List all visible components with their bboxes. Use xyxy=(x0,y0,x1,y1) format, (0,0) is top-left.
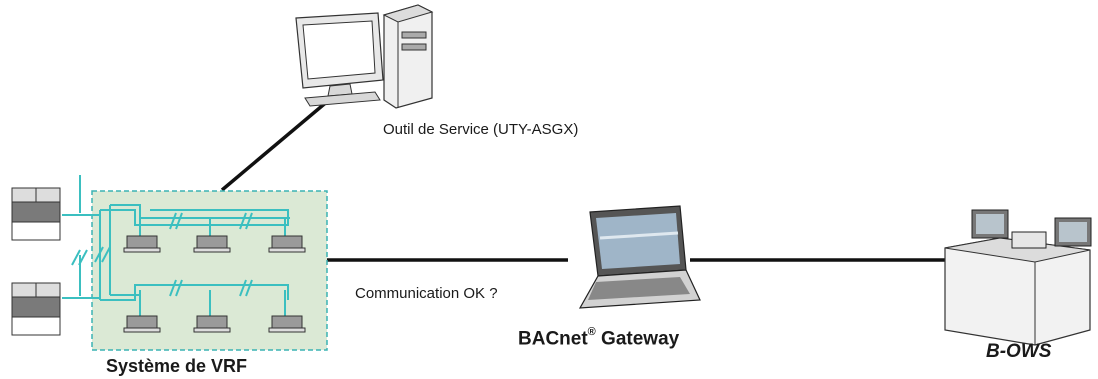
communication-label: Communication OK ? xyxy=(355,285,498,302)
gateway-label: BACnet® Gateway xyxy=(518,326,680,350)
service-tool-label: Outil de Service (UTY-ASGX) xyxy=(383,121,579,138)
laptop-icon xyxy=(578,205,701,309)
indoor-unit-icon xyxy=(123,315,161,333)
gateway-registered-mark: ® xyxy=(587,326,596,338)
indoor-unit-icon xyxy=(268,235,306,253)
workstation-icon xyxy=(944,209,1092,346)
outdoor-unit-icon xyxy=(11,187,61,241)
indoor-unit-icon xyxy=(193,235,231,253)
indoor-unit-icon xyxy=(268,315,306,333)
indoor-unit-icon xyxy=(123,235,161,253)
vrf-system-label: Système de VRF xyxy=(106,356,248,376)
refrigerant-break-marks xyxy=(71,212,253,297)
desktop-computer-icon xyxy=(295,4,434,109)
gateway-suffix: Gateway xyxy=(595,328,680,350)
service-link-line xyxy=(220,93,337,192)
gateway-name: BACnet xyxy=(518,328,588,350)
bows-label: B-OWS xyxy=(986,341,1052,362)
indoor-unit-icon xyxy=(193,315,231,333)
outdoor-unit-icon xyxy=(11,282,61,336)
